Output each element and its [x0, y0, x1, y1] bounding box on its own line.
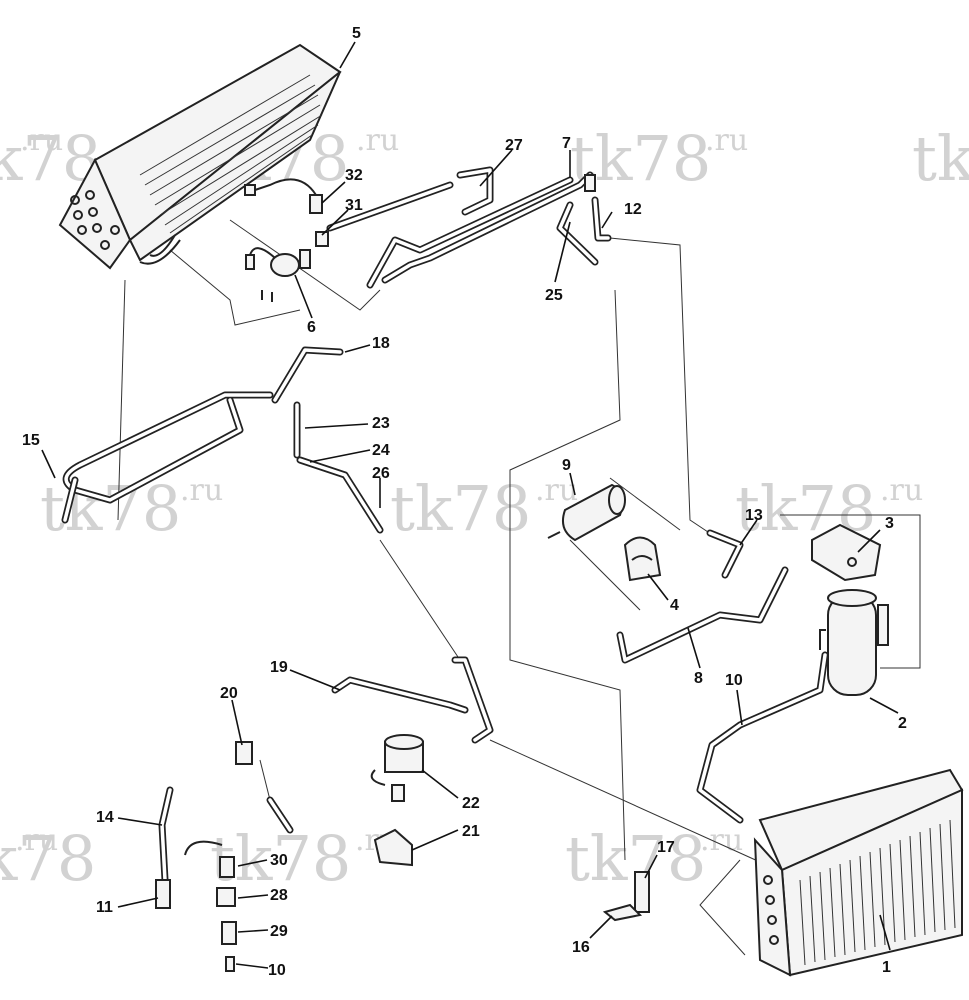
- watermark-suffix: .ru: [20, 123, 63, 158]
- condenser-coil: [753, 768, 964, 977]
- watermark: tk78: [912, 122, 969, 195]
- left-refrigerant-lines: [61, 346, 384, 534]
- callout-9: 9: [562, 457, 571, 474]
- watermark-brand: tk78: [0, 822, 96, 895]
- callout-13: 13: [745, 507, 763, 524]
- callout-21: 21: [462, 823, 480, 840]
- accumulator-assembly: [811, 523, 889, 696]
- callout-18: 18: [372, 335, 390, 352]
- callout-20: 20: [220, 685, 238, 702]
- watermark-suffix: .ru: [356, 123, 399, 158]
- watermark-brand: tk78: [40, 472, 181, 545]
- watermark: tk78.ru: [565, 822, 743, 895]
- callout-23: 23: [372, 415, 390, 432]
- callout-31: 31: [345, 197, 363, 214]
- callout-29: 29: [270, 923, 288, 940]
- watermark: tk78.ru: [40, 472, 223, 545]
- callout-6: 6: [307, 319, 316, 336]
- watermark-suffix: .ru: [705, 123, 748, 158]
- callout-4: 4: [670, 597, 679, 614]
- callout-28: 28: [270, 887, 288, 904]
- callout-17: 17: [657, 839, 675, 856]
- callout-27: 27: [505, 137, 523, 154]
- callout-8: 8: [694, 670, 703, 687]
- upper-refrigerant-lines: [326, 166, 612, 289]
- callout-25: 25: [545, 287, 563, 304]
- callout-30: 30: [270, 852, 288, 869]
- receiver-drier: [547, 483, 662, 582]
- connection-lines: [117, 219, 921, 956]
- lower-valve-stack: [184, 840, 237, 972]
- callout-24: 24: [372, 442, 390, 459]
- callout-16: 16: [572, 939, 590, 956]
- watermark: tk78.ru: [570, 122, 748, 195]
- callout-12: 12: [624, 201, 642, 218]
- watermark-suffix: .ru: [880, 473, 923, 508]
- lower-refrigerant-lines: [155, 656, 494, 909]
- watermark-suffix: .ru: [15, 823, 58, 858]
- watermark-brand: tk78: [912, 122, 969, 195]
- callout-11: 11: [96, 899, 113, 916]
- evaporator-coil: [58, 43, 342, 270]
- callout-3: 3: [885, 515, 894, 532]
- callout-10-upper: 10: [725, 672, 743, 689]
- callout-10-lower: 10: [268, 962, 286, 979]
- callout-14: 14: [96, 809, 114, 826]
- callout-15: 15: [22, 432, 40, 449]
- solenoid-valve: [370, 734, 424, 867]
- callout-leaders: [41, 41, 899, 969]
- callout-32: 32: [345, 167, 363, 184]
- watermark: tk78.ru: [390, 472, 578, 545]
- callout-7: 7: [562, 135, 571, 152]
- callout-labels: 5 6 7 27 32 31 12 25 18 23 24 26 15 9 4 …: [22, 25, 907, 979]
- expansion-valve-assembly: [244, 178, 329, 302]
- callout-5: 5: [352, 25, 361, 42]
- callout-2: 2: [898, 715, 907, 732]
- watermark-suffix: .ru: [700, 823, 743, 858]
- callout-1: 1: [882, 959, 891, 976]
- watermark: tk78.ru: [210, 822, 398, 895]
- watermark-brand: tk78: [390, 472, 531, 545]
- watermark-layer: tk78.ru tk78.ru tk78.ru tk78 tk78.ru tk7…: [0, 122, 969, 895]
- watermark: tk78.ru: [0, 822, 96, 895]
- callout-26: 26: [372, 465, 390, 482]
- condenser-line: [696, 651, 829, 824]
- watermark-suffix: .ru: [180, 473, 223, 508]
- watermark: tk78.ru: [0, 122, 101, 195]
- callout-19: 19: [270, 659, 288, 676]
- callout-22: 22: [462, 795, 480, 812]
